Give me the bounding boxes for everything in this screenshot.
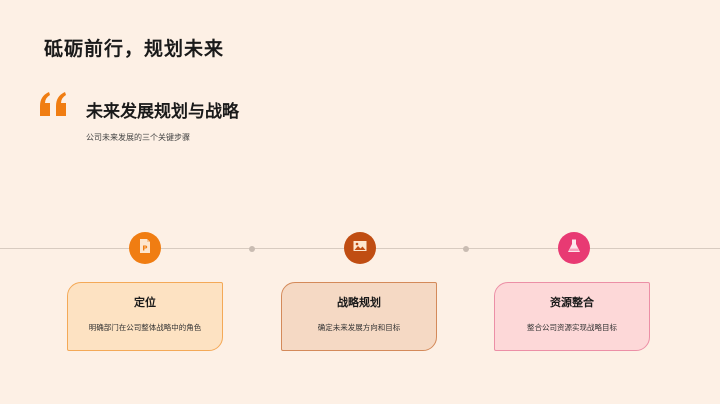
step-title: 资源整合 [550,296,594,309]
step-1-card: 定位 明确部门在公司整体战略中的角色 [67,282,223,351]
quote-icon [38,90,70,120]
svg-text:P: P [142,245,147,253]
timeline-dot [463,245,469,252]
step-3-node [558,232,590,264]
step-1-node: P [129,232,161,264]
image-icon [352,238,368,258]
flask-icon [566,238,582,258]
step-2-node [344,232,376,264]
step-description: 明确部门在公司整体战略中的角色 [88,323,202,332]
step-3-card: 资源整合 整合公司资源实现战略目标 [494,282,650,351]
step-title: 战略规划 [337,296,381,309]
step-description: 整合公司资源实现战略目标 [527,323,617,332]
document-icon: P [137,238,153,258]
step-title: 定位 [134,296,156,309]
slide-title: 砥砺前行，规划未来 [44,38,225,60]
timeline-dot [249,245,255,252]
section-subtitle: 公司未来发展的三个关键步骤 [86,133,190,142]
step-description: 确定未来发展方向和目标 [317,323,401,332]
section-title: 未来发展规划与战略 [86,102,239,122]
step-2-card: 战略规划 确定未来发展方向和目标 [281,282,437,351]
